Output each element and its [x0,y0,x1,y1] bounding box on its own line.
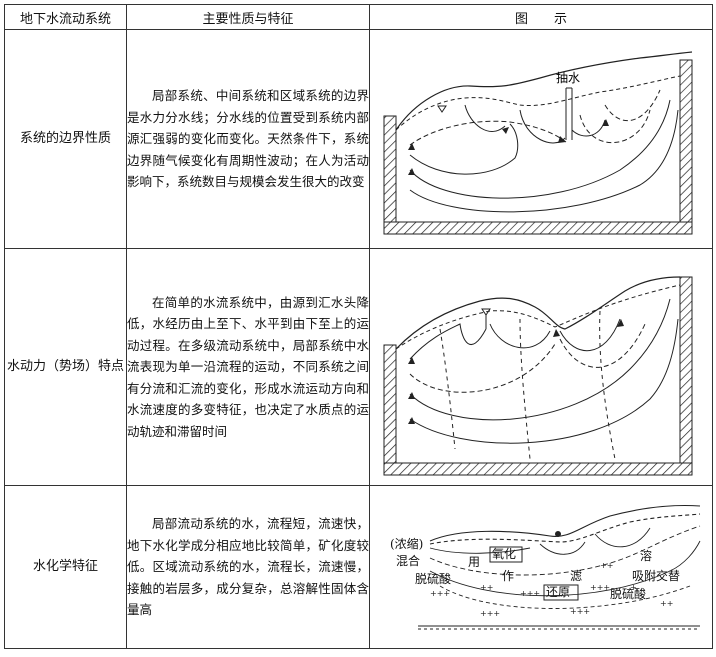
oxidize-box [489,546,523,563]
table-row: 系统的边界性质 局部系统、中间系统和区域系统的边界是水力分水线；分水线的位置受到… [4,29,713,249]
row-figure [369,248,713,486]
water-table-marker [437,105,447,113]
svg-text:+++: +++ [570,607,590,616]
header-properties: 主要性质与特征 [126,4,370,30]
row-text: 局部流动系统的水，流程短，流速快，地下水化学成分相应地比较简单，矿化度较低。区域… [127,516,369,618]
label-act: 作 [502,569,514,583]
svg-text:+++: +++ [480,609,500,618]
label-dissolve: 溶 [640,548,652,563]
svg-text:+++: +++ [590,583,610,592]
label-oxidize: 氧化 [492,547,516,561]
label-concentrate: (浓缩) [390,536,423,551]
flow-arrows [408,319,624,424]
flow-arrows [408,119,609,175]
row-figure: (浓缩) 混合 脱硫酸 用 氧化 作 滤 溶 吸附交替 还原 脱硫酸 [369,485,713,649]
label-reduce: 还原 [546,585,570,599]
well-marker [555,531,561,537]
flow-lines [429,525,701,609]
flow-lines [409,89,679,213]
row-figure: 抽水 [369,29,713,249]
groundwater-system-table: 地下水流动系统 主要性质与特征 图 示 系统的边界性质 局部系统、中间系统和区域… [4,4,713,649]
label-adsorb: 吸附交替 [632,568,680,583]
basin-walls [383,276,693,476]
label-desulf-2: 脱硫酸 [610,586,646,601]
svg-text:++: ++ [660,599,673,608]
svg-text:++: ++ [600,561,613,570]
row-text: 局部系统、中间系统和区域系统的边界是水力分水线；分水线的位置受到系统内部源汇强弱… [127,88,369,190]
basin-walls [383,59,693,235]
row-label: 水化学特征 [4,485,127,649]
table-header-row: 地下水流动系统 主要性质与特征 图 示 [4,4,713,30]
hydrochemistry-diagram: (浓缩) 混合 脱硫酸 用 氧化 作 滤 溶 吸附交替 还原 脱硫酸 [390,504,701,630]
label-mix: 混合 [396,553,420,568]
pumping-well: 抽水 [556,71,580,140]
table-row: 水动力（势场）特点 在简单的水流系统中，由源到汇水头降低，水经历由上至下、水平到… [4,248,713,486]
svg-text:++: ++ [480,583,493,592]
reduce-box [543,584,579,601]
flow-lines [409,298,679,460]
hydrodynamic-diagram [383,276,693,476]
pumping-label: 抽水 [556,71,580,85]
boundary-diagram: 抽水 [383,51,693,235]
land-surface [395,51,693,131]
water-table-marker [481,308,491,316]
svg-text:+: + [630,583,637,592]
row-label: 水动力（势场）特点 [4,248,127,486]
row-description: 局部流动系统的水，流程短，流速快，地下水化学成分相应地比较简单，矿化度较低。区域… [126,485,370,649]
bedrock [418,625,700,630]
label-use: 用 [468,555,480,569]
land-surface [429,504,701,545]
table-row: 水化学特征 局部流动系统的水，流程短，流速快，地下水化学成分相应地比较简单，矿化… [4,485,713,649]
row-label: 系统的边界性质 [4,29,127,249]
svg-text:+++: +++ [520,589,540,598]
chem-labels: (浓缩) 混合 脱硫酸 用 氧化 作 滤 溶 吸附交替 还原 脱硫酸 [390,536,680,601]
header-system: 地下水流动系统 [4,4,127,30]
svg-text:+++: +++ [430,589,450,598]
row-description: 在简单的水流系统中，由源到汇水头降低，水经历由上至下、水平到由下至上的运动过程。… [126,248,370,486]
land-surface [395,276,681,350]
rock-symbols: ++++++++ ++++++++ ++++++ [430,561,673,618]
water-table [395,75,681,131]
row-description: 局部系统、中间系统和区域系统的边界是水力分水线；分水线的位置受到系统内部源汇强弱… [126,29,370,249]
row-text: 在简单的水流系统中，由源到汇水头降低，水经历由上至下、水平到由下至上的运动过程。… [127,294,369,439]
label-desulf-1: 脱硫酸 [415,571,451,586]
water-table [395,284,681,350]
label-filter: 滤 [570,569,582,583]
header-diagram: 图 示 [369,4,713,30]
